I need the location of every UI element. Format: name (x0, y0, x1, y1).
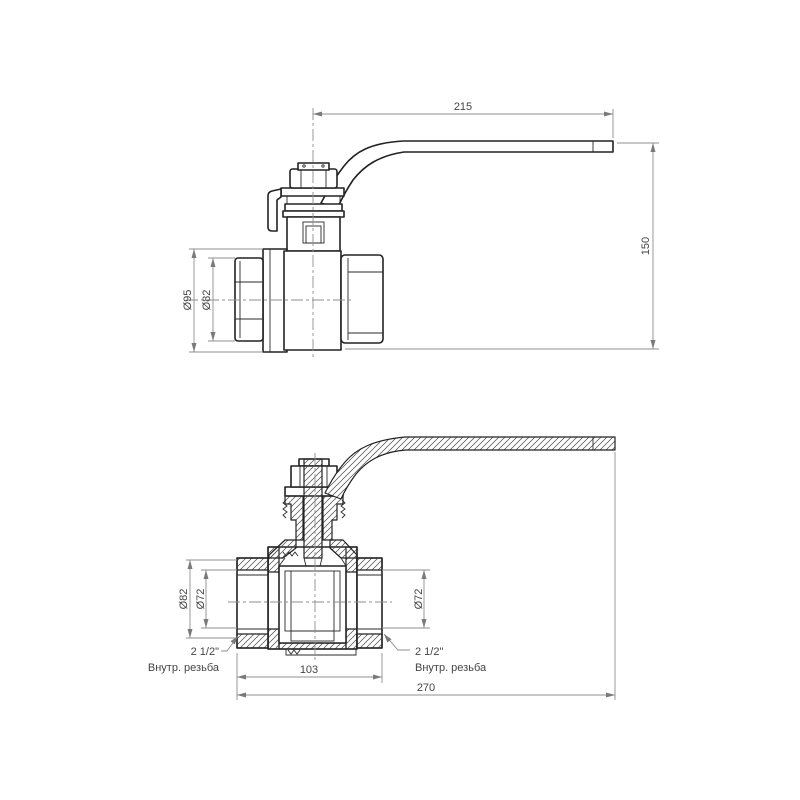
mount-plate (280, 187, 345, 197)
arrow-left (237, 674, 246, 680)
gland-thread-zigzag-left (282, 499, 288, 519)
view-side-elevation: 215 150 Ø95 Ø82 (182, 101, 659, 358)
thread-left-type: Внутр. резьба (148, 662, 220, 674)
valve-ports-section (236, 557, 383, 649)
arrow-top (210, 258, 216, 267)
right-port-hatch-bottom (356, 633, 383, 649)
arrow-bottom (650, 340, 656, 349)
dimension-overall-height: 150 (345, 142, 659, 350)
arrow-right (373, 674, 382, 680)
gland-left (284, 495, 304, 541)
stem-funnel-right (340, 557, 347, 567)
arrow-top (191, 249, 197, 258)
stem-tenon-right (319, 557, 323, 567)
dimension-bore-left: Ø72 (195, 569, 237, 629)
dimension-port-outer-diameter: Ø82 (178, 559, 237, 639)
arrow-bottom (210, 332, 216, 341)
arrow-bottom (191, 343, 197, 352)
leader-arrow (230, 636, 238, 645)
valve-handle-side (320, 140, 614, 210)
dim-overall-height-value: 150 (640, 237, 652, 255)
arrow-bottom (421, 619, 427, 628)
dim-bore-right-value: Ø72 (413, 589, 425, 610)
arrow-bottom (203, 619, 209, 628)
thread-callout-left: 2 1/2" Внутр. резьба (148, 635, 239, 674)
valve-bonnet-section (268, 458, 358, 567)
ball-cavity (278, 565, 347, 644)
valve-handle-section (324, 436, 616, 500)
dimension-bore-right: Ø72 (382, 569, 430, 629)
arrow-top (203, 570, 209, 579)
dimension-overall-length: 270 (236, 452, 616, 700)
dim-handle-length-value: 215 (454, 101, 472, 113)
dimension-handle-length: 215 (313, 101, 614, 138)
thread-right-type: Внутр. резьба (415, 662, 487, 674)
dimension-body-length: 103 (236, 653, 383, 683)
bonnet-skirt-left (268, 539, 297, 559)
skirt-knurl-zigzag (282, 551, 299, 557)
stem-pin-left (302, 164, 306, 168)
bonnet-skirt-right (329, 539, 358, 559)
right-port-block (356, 557, 383, 649)
stem-funnel-left (278, 557, 286, 567)
wall-hatch-bottom-left (267, 628, 280, 650)
handle-section-outline (324, 436, 616, 500)
bonnet-neck (286, 216, 341, 252)
body-bottom-step (285, 649, 357, 656)
left-port-hatch-bottom (236, 633, 269, 649)
wall-hatch-bottom-strip (278, 642, 347, 650)
arrow-top (421, 570, 427, 579)
dim-bore-left-value: Ø72 (195, 589, 207, 610)
stem-pin-right (321, 164, 325, 168)
thread-left-size: 2 1/2" (191, 646, 219, 658)
dim-flange-diameter-value: Ø95 (182, 290, 194, 311)
stem-cap (297, 162, 330, 171)
left-port-block (236, 557, 269, 649)
dim-body-length-value: 103 (300, 664, 318, 676)
left-hex-fitting (234, 257, 264, 342)
arrow-bottom (187, 629, 193, 638)
stem-shaft-section (303, 458, 323, 559)
handle-lever-outline (320, 140, 614, 210)
left-port-hatch-top (236, 557, 269, 571)
leader-arrow (384, 634, 392, 643)
arrow-top (650, 143, 656, 152)
thread-right-size: 2 1/2" (415, 646, 443, 658)
valve-body-section (267, 546, 358, 656)
valve-bonnet-side (267, 162, 345, 252)
dimension-flange-diameter: Ø95 (182, 248, 263, 353)
gland-right (322, 495, 344, 541)
side-bracket (267, 188, 282, 232)
stem-nut (289, 168, 338, 189)
arrow-right (606, 692, 615, 698)
right-hex-nut (340, 254, 384, 344)
washer-lower (282, 210, 345, 218)
washer-upper (284, 203, 343, 212)
stem-window-inner (305, 225, 322, 244)
arrow-right (604, 111, 613, 117)
arrow-top (187, 560, 193, 569)
dim-end-diameter-value: Ø82 (201, 290, 213, 311)
right-port-hatch-top (356, 557, 383, 571)
gland-thread-zigzag-right (340, 499, 346, 519)
dimension-end-diameter: Ø82 (201, 257, 235, 342)
arrow-left (313, 111, 322, 117)
ball-seat (290, 630, 335, 642)
arrow-left (237, 692, 246, 698)
body-cylinder (283, 250, 342, 351)
thread-callout-right: 2 1/2" Внутр. резьба (383, 633, 487, 674)
dim-overall-length-value: 270 (417, 682, 435, 694)
bottom-thread-zigzag (287, 649, 301, 655)
valve-body-side (234, 248, 384, 353)
stem-tenon-left (303, 557, 307, 567)
dim-port-outer-value: Ø82 (178, 589, 190, 610)
flange-ring (262, 248, 288, 353)
view-cross-section: Ø82 Ø72 Ø72 2 1/2" Внутр. резьба (148, 436, 616, 700)
wall-hatch-bottom-right (345, 628, 358, 650)
